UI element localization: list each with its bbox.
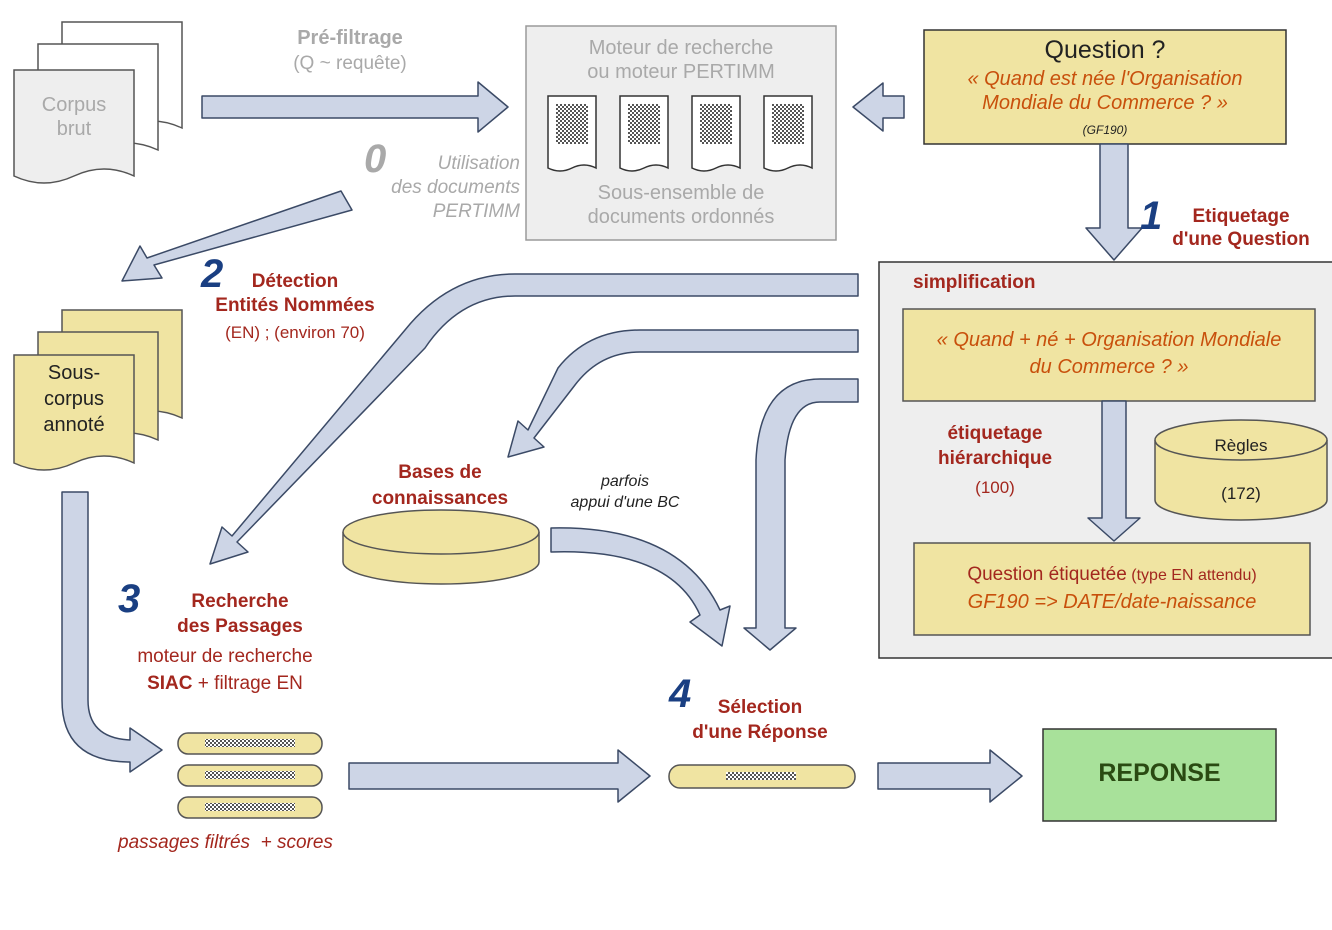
step0-label: Utilisation des documents PERTIMM: [391, 153, 520, 222]
simplification-box: [902, 308, 1316, 402]
prefilter-title: Pré-filtrage: [297, 27, 403, 49]
step4-label: Sélection d'une Réponse: [692, 697, 828, 743]
tagged-question-box: [913, 542, 1311, 636]
step4-number: 4: [669, 672, 692, 716]
kb-to-selection-arrow: [550, 527, 731, 647]
subcorpus-label: Sous- corpus annoté: [43, 362, 105, 436]
simplification-heading: simplification: [913, 272, 1036, 293]
step3-detail2: SIAC + filtrage EN: [100, 673, 350, 696]
answer-label: REPONSE: [1098, 759, 1221, 787]
step3-label: Recherche des Passages: [177, 591, 303, 637]
panel-to-search-arrow: [209, 273, 859, 565]
answer-box: [1042, 728, 1277, 822]
tagged-question-paren: (type EN attendu): [1126, 567, 1257, 584]
hier-tagging-count: (100): [975, 478, 1015, 497]
step1-label: Etiquetage d'une Question: [1172, 206, 1310, 250]
hier-tagging-heading: étiquetage hiérarchique: [937, 423, 1053, 469]
panel-to-kb-arrow: [507, 329, 859, 458]
selection-to-answer-arrow: [877, 749, 1023, 803]
corpus-documents-shape: [13, 21, 183, 184]
question-id: (GF190): [1082, 123, 1128, 137]
corpus-label: Corpus brut: [41, 94, 107, 140]
step2-number: 2: [201, 252, 224, 296]
tagged-question-line1: Question étiquetée (type EN attendu): [914, 564, 1310, 587]
question-title: Question ?: [1044, 36, 1166, 64]
rules-count: (172): [1221, 484, 1261, 503]
question-to-engine-arrow: [852, 82, 905, 132]
step3-siac: SIAC: [147, 673, 193, 694]
step3-filter: + filtrage EN: [192, 673, 303, 694]
tagged-question-main: Question étiquetée: [967, 564, 1127, 585]
subcorpus-documents-shape: [13, 309, 183, 471]
search-engine-top-label: Moteur de recherche ou moteur PERTIMM: [587, 37, 775, 83]
step0-diagonal-arrow: [121, 190, 353, 282]
step3-number: 3: [118, 577, 141, 621]
step2-detail: (EN) ; (environ 70): [225, 323, 365, 342]
rules-label: Règles: [1214, 436, 1268, 455]
prefilter-subtitle: (Q ~ requête): [293, 53, 407, 74]
step3-detail1: moteur de recherche: [137, 646, 313, 667]
search-engine-bottom-label: Sous-ensemble de documents ordonnés: [587, 182, 775, 228]
tagging-down-arrow: [1087, 400, 1141, 542]
kb-note: parfois appui d'une BC: [570, 473, 680, 511]
panel-to-selection-arrow: [743, 378, 859, 651]
prefilter-arrow: [201, 81, 509, 133]
passages-to-selection-arrow: [348, 749, 651, 803]
filtered-passages-shape: [177, 732, 323, 819]
simplification-text: « Quand + né + Organisation Mondiale du …: [936, 329, 1282, 378]
question-box: [923, 29, 1287, 145]
selected-passage-shape: [668, 764, 856, 789]
knowledge-base-shape: [342, 509, 540, 585]
step0-number: 0: [364, 137, 387, 181]
subcorpus-to-passages-arrow: [61, 491, 163, 773]
tagged-question-line2: GF190 => DATE/date-naissance: [967, 591, 1257, 613]
ordered-documents-icons: [547, 95, 813, 172]
kb-label: Bases de connaissances: [371, 462, 509, 509]
step2-label: Détection Entités Nommées: [215, 271, 375, 316]
step1-down-arrow: [1085, 143, 1143, 261]
step1-number: 1: [1140, 194, 1163, 238]
question-text: « Quand est née l'Organisation Mondiale …: [967, 68, 1243, 114]
passages-caption: passages filtrés + scores: [118, 832, 333, 853]
rules-database-shape: [1154, 419, 1328, 521]
